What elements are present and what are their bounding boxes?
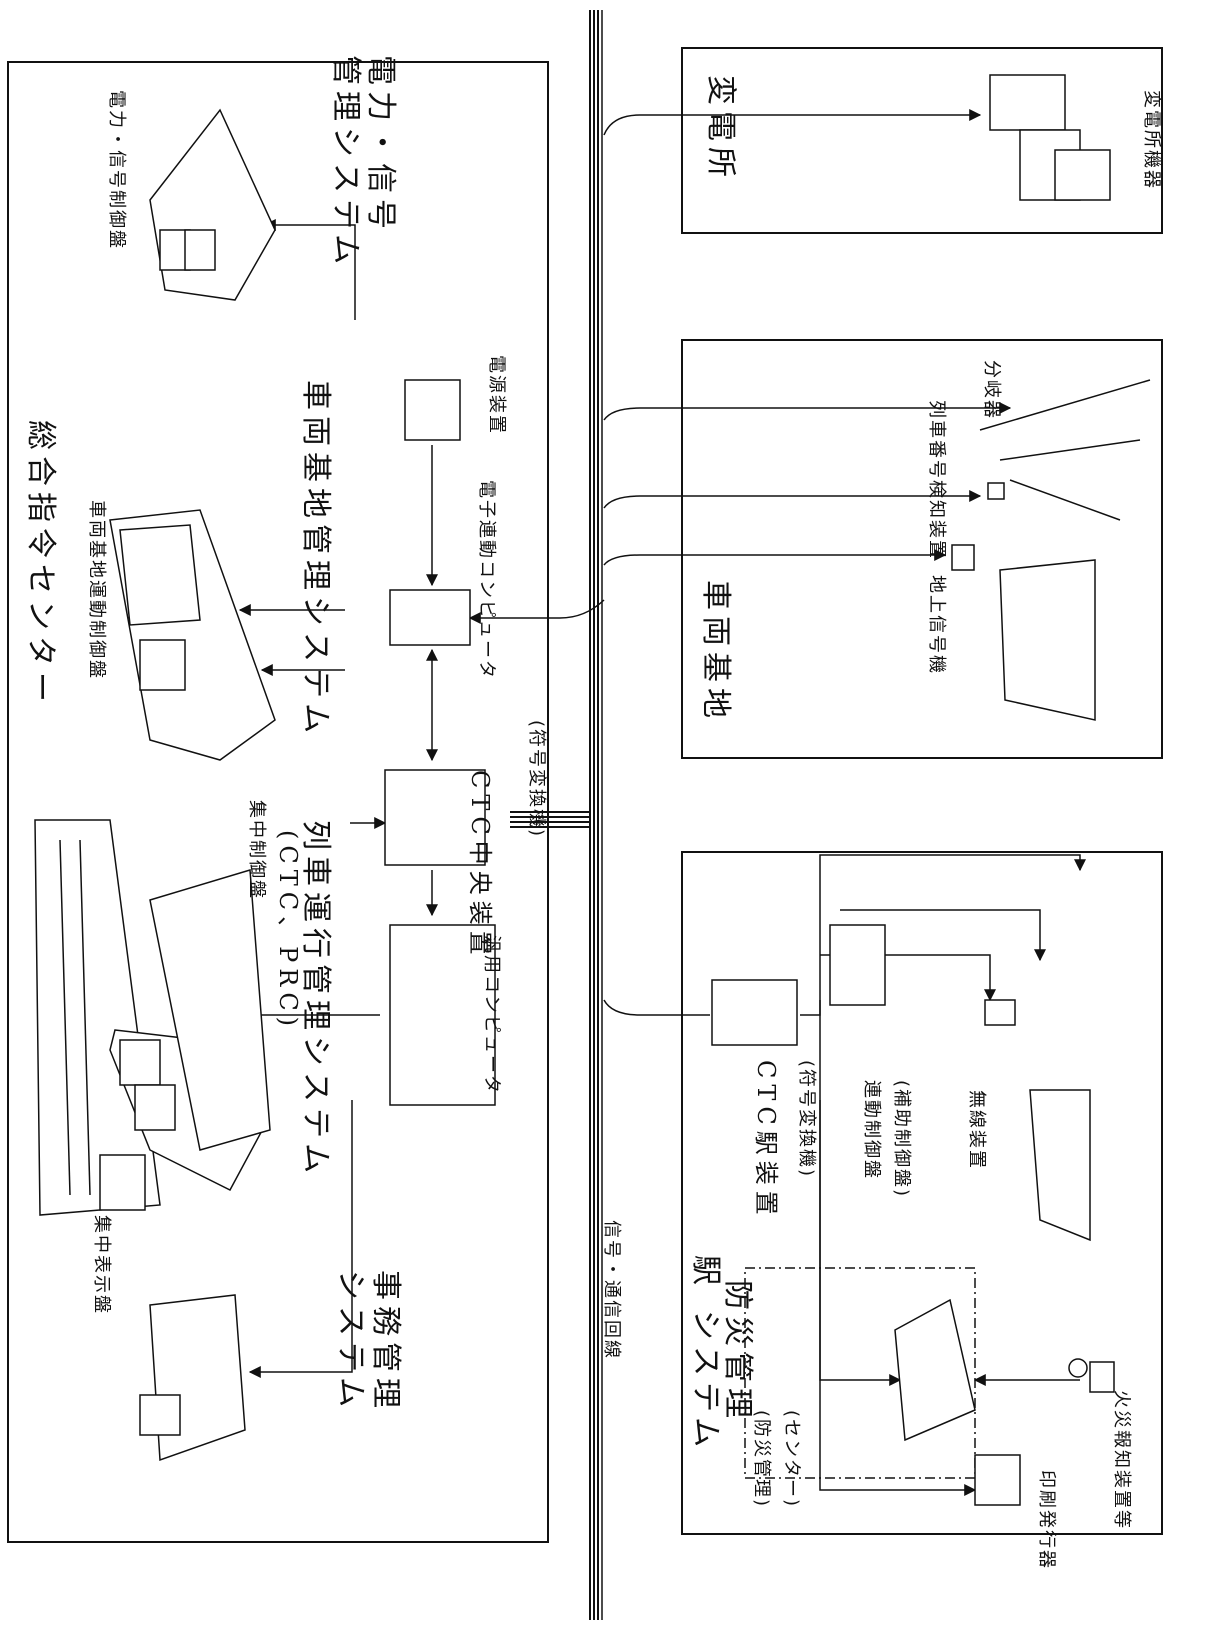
interlock-panel-sub-label: (補助制御盤) xyxy=(892,1080,910,1198)
disaster-center-sub-label: (センター) xyxy=(782,1410,800,1508)
office-system-label: 事務管理 xyxy=(370,1270,400,1414)
power-console-icon xyxy=(150,110,275,300)
depot-train-icon xyxy=(1000,560,1095,720)
interlock-panel-label: 連動制御盤 xyxy=(862,1080,880,1180)
depot-console-label: 車両基地運動制御盤 xyxy=(87,500,105,680)
office-system-line1: 事務管理 xyxy=(370,1270,400,1414)
depot-console-icon xyxy=(110,510,275,760)
radio-icon xyxy=(985,1000,1015,1025)
link-depot-switch xyxy=(604,408,1010,420)
display-panel-label: 集中表示盤 xyxy=(92,1215,110,1315)
power-system-label: 電力・信号 xyxy=(365,55,395,235)
station-train-icon xyxy=(1030,1090,1090,1240)
central-bundle xyxy=(510,812,590,827)
train-number-label: 列車番号検知装置 xyxy=(927,400,945,560)
power-system-line2: 管理システム xyxy=(330,55,360,270)
disaster-system-line1: 防災管理 xyxy=(722,1280,752,1424)
interlock-panel-icon xyxy=(830,925,885,1005)
station-title: 駅 xyxy=(690,1255,720,1291)
central-unit-sub-label: (符号変換機) xyxy=(527,720,545,838)
disaster-system-line2: システム xyxy=(690,1310,720,1453)
fire-alarm-box-icon xyxy=(1090,1362,1114,1392)
power-supply-icon xyxy=(405,380,460,440)
disaster-system-label: 防災管理 xyxy=(722,1280,752,1424)
office-terminal-icon xyxy=(140,1295,245,1460)
ctc-station-sub-label: (符号変換機) xyxy=(797,1060,815,1178)
train-number-detector-icon xyxy=(988,483,1004,499)
central-unit-label: CTC中央装置 xyxy=(468,770,492,961)
ctc-panel-label: 集中制御盤 xyxy=(247,800,265,900)
interlock-computer-text: 電子連動コンピュータ xyxy=(477,480,495,680)
line-label: 信号・通信回線 xyxy=(602,1220,620,1360)
substation-title: 変電所 xyxy=(705,75,735,183)
power-supply-label: 電源装置 xyxy=(487,355,505,435)
depot-system-label: 車両基地管理システム xyxy=(300,380,330,739)
display-panel-icon xyxy=(35,820,160,1215)
fire-alarm-bell-icon xyxy=(1069,1359,1087,1377)
office-system-line2: システム xyxy=(335,1270,365,1413)
ctc-panel-sub-label: (CTC、PRC) xyxy=(276,830,300,1032)
power-console-label: 電力・信号制御盤 xyxy=(107,90,125,250)
radio-label: 無線装置 xyxy=(967,1090,985,1170)
center-title: 総合指令センター xyxy=(25,420,55,708)
interlock-computer-icon xyxy=(390,590,470,645)
switch-label: 分岐器 xyxy=(982,360,1000,420)
depot-title: 車両基地 xyxy=(700,580,730,724)
fire-alarm-label: 火災報知装置等 xyxy=(1112,1390,1130,1530)
ground-signal-icon xyxy=(952,545,974,570)
station-line-d xyxy=(820,1000,900,1380)
interlock-computer-label: 電子連動コンピュータ xyxy=(477,480,495,680)
depot-track-icon xyxy=(980,380,1150,520)
power-system-line1: 電力・信号 xyxy=(365,55,395,235)
printer-label: 印刷発行器 xyxy=(1037,1470,1055,1570)
power-system-label-2: 管理システム xyxy=(330,55,360,270)
train-system-label: 列車運行管理システム xyxy=(300,820,330,1179)
ground-signal-label: 地上信号機 xyxy=(927,575,945,675)
disaster-terminal-icon xyxy=(895,1300,975,1440)
disaster-center-label: (防災管理) xyxy=(752,1410,770,1508)
link-substation xyxy=(604,115,980,135)
general-computer-label: 汎用コンピュータ xyxy=(482,935,500,1095)
link-depot-number xyxy=(604,496,980,508)
substation-box xyxy=(682,48,1162,233)
link-station xyxy=(604,1000,710,1015)
substation-equipment-label: 変電所機器 xyxy=(1142,90,1160,190)
ctc-station-icon xyxy=(712,980,797,1045)
disaster-system-label-2: システム xyxy=(690,1310,720,1453)
printer-icon xyxy=(975,1455,1020,1505)
backbone-line xyxy=(590,10,602,1620)
ctc-station-label: CTC駅装置 xyxy=(754,1060,778,1221)
link-depot-signal xyxy=(604,555,945,565)
substation-equipment-icon xyxy=(990,75,1110,200)
office-system-label-2: システム xyxy=(335,1270,365,1413)
